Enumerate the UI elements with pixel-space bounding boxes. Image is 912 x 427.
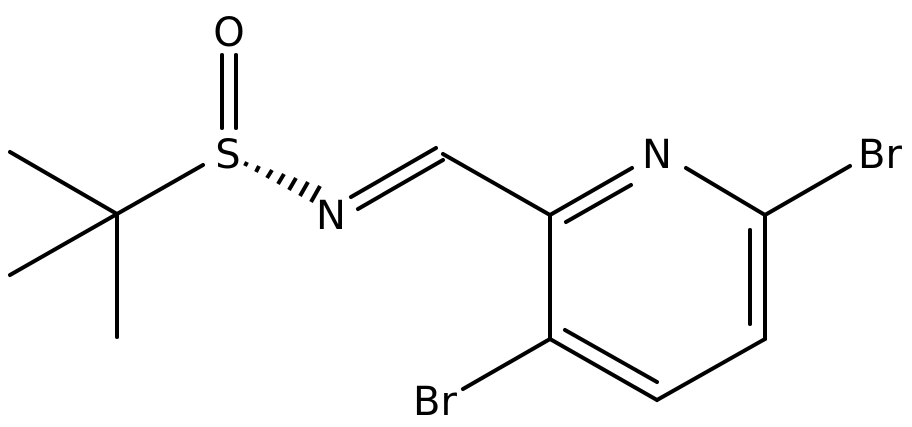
- bond-methine-c2: [441, 152, 552, 217]
- bond-sulfur-nitrogen-hashed-wedge: [243, 161, 322, 203]
- bond-c4-c3: [548, 337, 659, 402]
- atom-imine-nitrogen: N: [316, 193, 346, 239]
- bond-methyl-top: [8, 150, 119, 216]
- bond-c4-c3-inner: [563, 328, 659, 384]
- atom-pyridine-nitrogen: N: [642, 132, 672, 178]
- bond-methyl-bottom: [8, 212, 119, 277]
- atom-sulfur: S: [215, 132, 240, 178]
- bond-c3-bromine: [461, 337, 552, 391]
- bond-c2-n1: [548, 166, 634, 217]
- bond-imine-double-b: [356, 158, 445, 211]
- atom-bromine-3: Br: [413, 379, 457, 425]
- atom-oxygen: O: [213, 10, 244, 56]
- bond-c5-c4: [655, 337, 767, 402]
- atom-bromine-6: Br: [858, 132, 902, 178]
- bond-c6-bromine: [763, 164, 852, 217]
- bond-quaternary-carbon-sulfur: [115, 163, 205, 216]
- bond-imine-double-a: [349, 146, 438, 199]
- bond-c2-n1-inner: [564, 183, 633, 224]
- bond-n1-c6: [684, 166, 767, 217]
